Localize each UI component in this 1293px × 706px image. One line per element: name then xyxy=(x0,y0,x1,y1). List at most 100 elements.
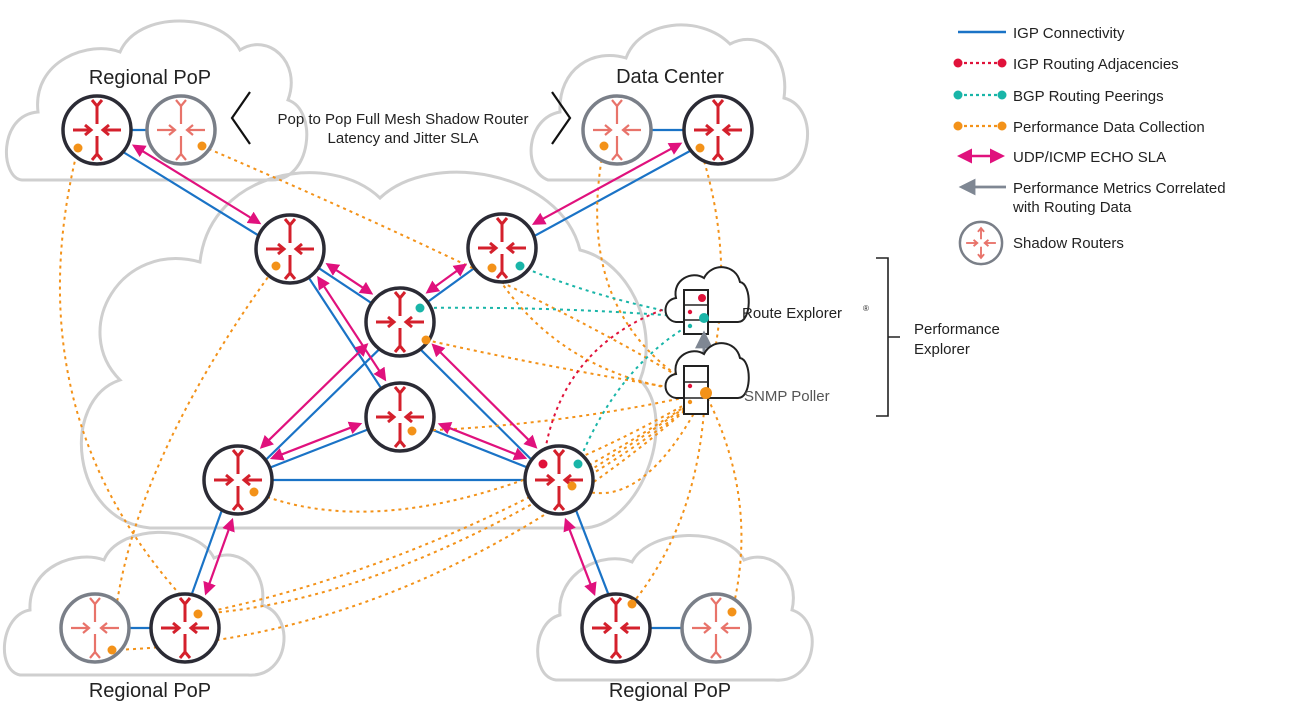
legend-label: UDP/ICMP ECHO SLA xyxy=(1013,149,1166,166)
legend-item-bgp-peerings: BGP Routing Peerings xyxy=(953,88,1164,105)
router-arrowhead xyxy=(711,151,725,161)
perf-endpoint-dot xyxy=(73,143,83,153)
router-arrowhead xyxy=(178,649,192,659)
router-arrowhead xyxy=(403,315,413,329)
router-arrowhead xyxy=(168,124,177,136)
router-arrowhead xyxy=(90,151,104,161)
router-arrowhead xyxy=(983,239,990,247)
cloud-regional-pop-bottom-right xyxy=(536,534,814,682)
perf-endpoint-dot xyxy=(107,645,117,655)
router-arrowhead xyxy=(546,473,556,487)
router-arrowhead xyxy=(283,270,297,280)
sla-arrow xyxy=(203,517,235,596)
chevron-left-icon xyxy=(230,91,251,145)
shadow-router-icon xyxy=(680,592,752,664)
legend-label: BGP Routing Peerings xyxy=(1013,88,1164,105)
perf-endpoint-dot xyxy=(727,607,737,617)
bracket-icon xyxy=(876,257,900,417)
router-arrowhead xyxy=(188,621,198,635)
router-arrowhead xyxy=(225,473,235,487)
router-ring xyxy=(149,592,221,664)
perf-endpoint-dot xyxy=(627,599,637,609)
bgp-link xyxy=(519,265,703,319)
mesh-sla-caption: Pop to Pop Full Mesh Shadow Router Laten… xyxy=(230,91,572,147)
router-arrowhead xyxy=(393,291,407,301)
router-arrowhead xyxy=(711,99,725,109)
perf-link xyxy=(253,392,706,513)
sla-arrow xyxy=(269,421,363,461)
route-explorer-server: Route Explorer ® xyxy=(664,266,869,335)
router-arrowhead xyxy=(293,242,303,256)
bgp-link xyxy=(419,306,703,319)
perf-link xyxy=(571,392,706,495)
routers xyxy=(59,94,754,664)
legend-label-line2: with Routing Data xyxy=(1012,199,1132,216)
router-arrowhead xyxy=(99,622,108,634)
router-arrowhead xyxy=(283,218,297,228)
router-icon xyxy=(580,592,652,664)
sla-arrow xyxy=(131,144,262,225)
legend-item-igp-connectivity: IGP Connectivity xyxy=(958,25,1125,42)
router-arrowhead xyxy=(185,124,194,136)
sla-arrow xyxy=(259,343,369,449)
legend: IGP Connectivity IGP Routing Adjacencies… xyxy=(953,25,1226,266)
sla-arrow xyxy=(531,142,683,225)
router-ring xyxy=(580,592,652,664)
perf-endpoint-dot xyxy=(407,426,417,436)
bgp-endpoint-dot xyxy=(515,261,525,271)
perf-endpoint-dot xyxy=(271,261,281,271)
router-icon xyxy=(202,444,274,516)
shadow-router-icon xyxy=(958,220,1004,266)
router-arrowhead xyxy=(552,449,566,459)
echo-sla-links xyxy=(131,142,683,597)
router-arrowhead xyxy=(241,473,251,487)
router-icon xyxy=(682,94,754,166)
router-arrowhead xyxy=(604,124,613,136)
router-arrowhead xyxy=(403,410,413,424)
cloud-label-top-right: Data Center xyxy=(616,66,724,88)
sla-arrow xyxy=(563,517,597,597)
chevron-right-icon xyxy=(551,91,572,145)
route-explorer-trademark: ® xyxy=(863,304,869,313)
performance-explorer-bracket: Performance Explorer xyxy=(876,257,1000,417)
router-arrowhead xyxy=(489,241,499,255)
router-arrowhead xyxy=(705,123,715,137)
router-arrowhead xyxy=(621,124,630,136)
legend-item-performance-metrics: Performance Metrics Correlated with Rout… xyxy=(958,178,1226,216)
router-arrowhead xyxy=(619,621,629,635)
igp-adjacency-endpoint-dot xyxy=(538,459,548,469)
perf-link xyxy=(58,147,199,615)
perf-endpoint-dot xyxy=(193,609,203,619)
router-arrowhead xyxy=(89,650,101,659)
router-icon xyxy=(149,592,221,664)
cloud-label-bottom-right: Regional PoP xyxy=(609,680,731,702)
router-arrowhead xyxy=(393,386,407,396)
legend-item-shadow-routers: Shadow Routers xyxy=(958,220,1124,266)
bracket-label-line1: Performance xyxy=(914,321,1000,338)
route-explorer-label: Route Explorer xyxy=(742,305,842,322)
bracket-label-line2: Explorer xyxy=(914,341,970,358)
legend-label: Performance Metrics Correlated xyxy=(1013,180,1226,197)
router-arrowhead xyxy=(84,123,94,137)
sla-arrow xyxy=(431,343,538,449)
router-arrowhead xyxy=(977,253,985,260)
snmp-poller-label: SNMP Poller xyxy=(744,388,830,405)
clouds xyxy=(2,19,814,682)
perf-endpoint-dot xyxy=(197,141,207,151)
router-arrowhead xyxy=(277,242,287,256)
router-icon xyxy=(61,94,133,166)
perf-link xyxy=(704,392,743,613)
shadow-router-icon xyxy=(59,592,131,664)
shadow-router-icon xyxy=(145,94,217,166)
legend-label: IGP Routing Adjacencies xyxy=(1013,56,1179,73)
shadow-router-icon xyxy=(958,220,1004,266)
cloud-regional-pop-bottom-left xyxy=(2,530,286,677)
router-icon xyxy=(364,381,436,453)
cloud-regional-pop-top-left xyxy=(5,19,309,182)
router-icon xyxy=(364,286,436,358)
router-arrowhead xyxy=(100,123,110,137)
perf-endpoint-dot xyxy=(599,141,609,151)
legend-label: Shadow Routers xyxy=(1013,235,1124,252)
router-arrowhead xyxy=(611,152,623,161)
router-arrowhead xyxy=(231,501,245,511)
